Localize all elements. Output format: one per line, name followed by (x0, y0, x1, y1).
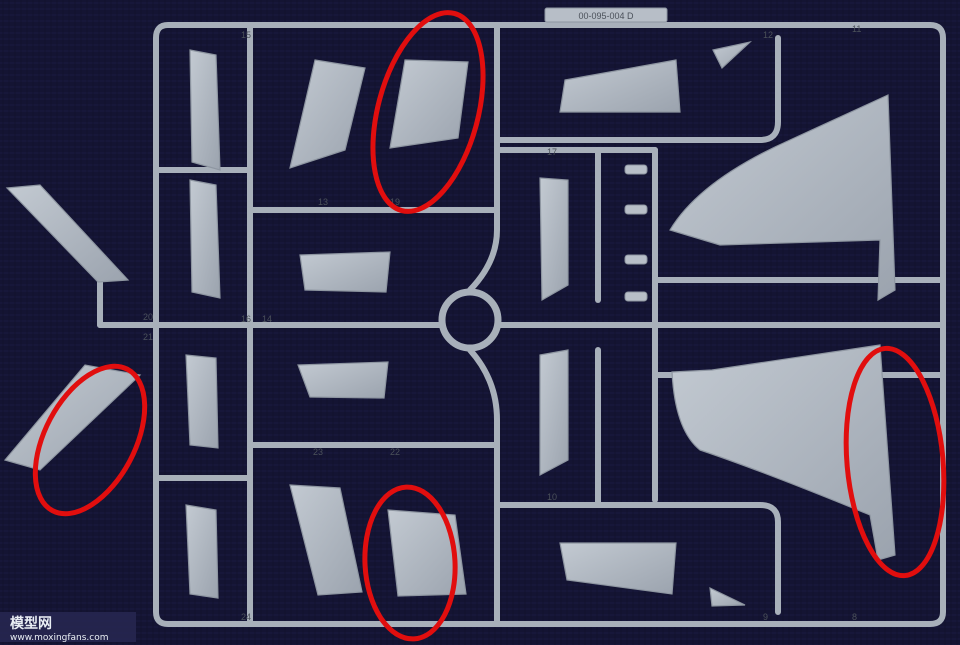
flap-mid-upper (299, 251, 391, 293)
runner-horizontal-right-low (494, 502, 781, 615)
sprue-code-plate (544, 7, 668, 23)
pin-part (624, 204, 648, 215)
annotation-circle-right-wing (843, 345, 947, 579)
part-number-label: 14 (262, 314, 272, 324)
tail-fin-top-left (289, 59, 366, 169)
part-number-label: 13 (318, 197, 328, 207)
sprue-runners (97, 22, 946, 627)
part-number-label: 11 (852, 24, 861, 34)
runner-vertical-center-top (467, 22, 500, 293)
slat-column-3b (539, 349, 569, 477)
flap-top-right (559, 59, 681, 113)
part-number-label: 21 (143, 332, 153, 342)
slat-column-1a (189, 49, 221, 171)
watermark-logo-text: 模型网 (10, 615, 52, 632)
part-number-label: 19 (390, 197, 400, 207)
annotation-circle-top-fin (370, 10, 486, 214)
wing-panel-upper (669, 94, 896, 302)
watermark-plate (0, 612, 136, 642)
slat-column-2a (185, 354, 219, 449)
part-number-label: 9 (763, 612, 768, 622)
watermark: 模型网 www.moxingfans.com (0, 612, 136, 643)
tail-fin-bottom-right (387, 509, 467, 597)
tail-fin-bottom-left (289, 484, 363, 596)
pin-part (624, 254, 648, 265)
sprue-code-tag: 00-095-004 D (544, 7, 668, 23)
flap-bottom-right (559, 542, 677, 595)
pin-part (624, 164, 648, 175)
annotation-circle-bottom-fin (362, 484, 458, 642)
part-number-label: 24 (241, 612, 251, 622)
small-triangle-top (712, 40, 753, 69)
slat-column-1b (189, 179, 221, 299)
wing-panel-lower (671, 344, 896, 561)
sprue-code-text: 00-095-004 D (578, 11, 634, 21)
small-triangle-bottom (709, 586, 746, 607)
part-number-labels: 15 13 16 14 12 17 11 19 20 21 22 23 10 9… (143, 24, 861, 622)
part-number-label: 22 (390, 447, 400, 457)
runner-vertical-center-bottom (467, 347, 500, 627)
watermark-url-text: www.moxingfans.com (10, 633, 109, 643)
pin-parts (624, 164, 648, 302)
tail-fin-top-right (389, 59, 469, 149)
flap-mid-lower (297, 361, 389, 399)
part-number-label: 20 (143, 312, 153, 322)
runner-horizontal-right-top (494, 35, 781, 143)
annotation-circle-left-stabilizer (32, 363, 148, 517)
part-number-label: 17 (547, 147, 557, 157)
slat-column-2b (185, 504, 219, 599)
part-number-label: 12 (763, 30, 773, 40)
part-number-label: 10 (547, 492, 557, 502)
stabilizer-left-upper (5, 184, 130, 283)
part-number-label: 15 (241, 30, 251, 40)
pin-part (624, 291, 648, 302)
sprue-parts (3, 40, 896, 607)
part-number-label: 23 (313, 447, 323, 457)
outer-frame-runner (153, 22, 946, 627)
red-annotations (32, 10, 947, 642)
runner-center-ring (438, 288, 502, 352)
part-number-label: 16 (241, 314, 251, 324)
slat-column-3a (539, 177, 569, 302)
part-number-label: 8 (852, 612, 857, 622)
